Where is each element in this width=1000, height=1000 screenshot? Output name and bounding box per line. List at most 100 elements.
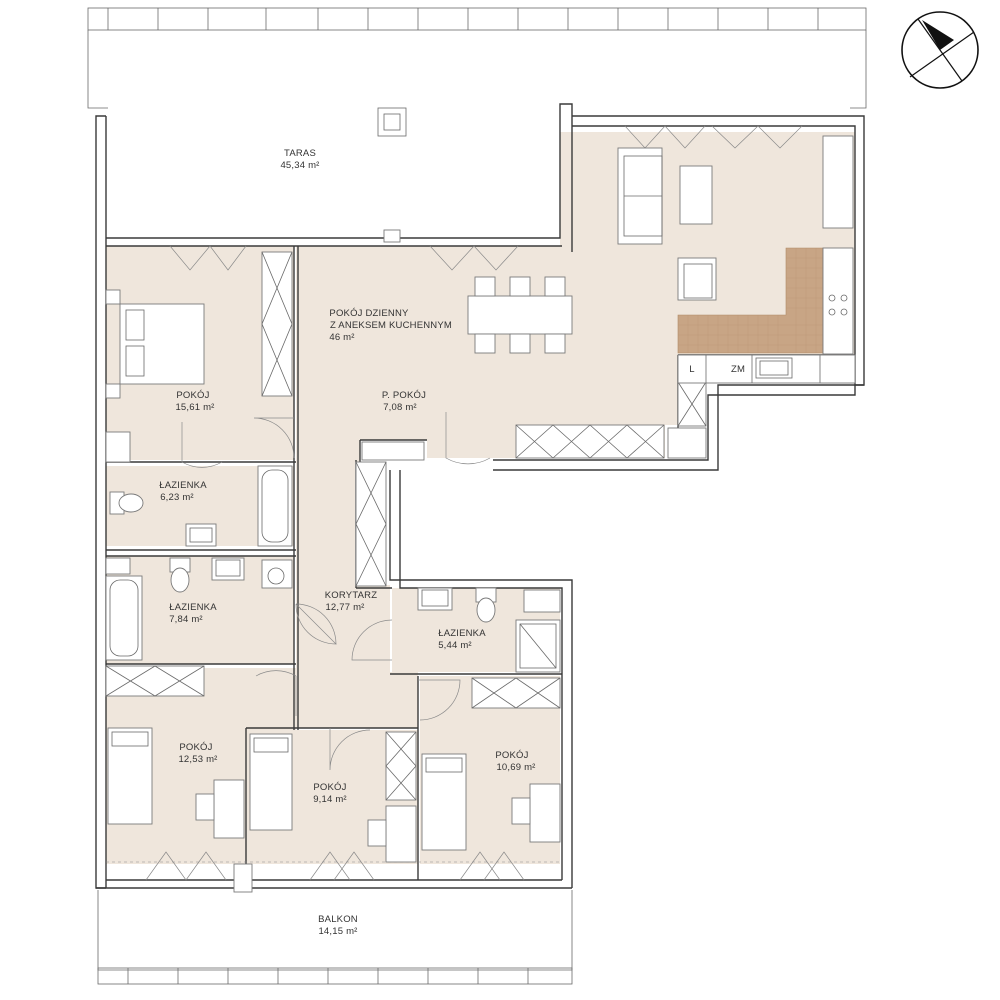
terrace-railing-posts xyxy=(107,8,819,30)
dining-chair-2 xyxy=(509,276,531,297)
walls xyxy=(95,103,865,889)
room-name-bedroom-2: POKÓJ xyxy=(179,742,212,753)
wardrobe-corridor xyxy=(355,461,387,587)
nightstand-2 xyxy=(105,383,121,399)
room-name-p-pokoj: P. POKÓJ xyxy=(382,390,426,401)
balcony-bottom-rail xyxy=(97,967,573,985)
outer-wall-right-step-inner xyxy=(493,385,856,461)
floor-areas xyxy=(106,132,855,864)
coffee-table xyxy=(679,165,713,225)
floor-corridor xyxy=(296,462,418,728)
nightstand-1 xyxy=(105,289,121,305)
double-bed xyxy=(119,303,205,385)
wardrobe-bedroom2 xyxy=(105,665,205,697)
room-name-corridor: KORYTARZ xyxy=(325,590,377,601)
room-area-bedroom-1: 15,61 m² xyxy=(175,402,214,413)
room-area-bathroom-1: 6,23 m² xyxy=(160,492,194,503)
balcony-column xyxy=(233,863,253,893)
room-area-p-pokoj: 7,08 m² xyxy=(383,402,417,413)
terrace xyxy=(87,7,867,137)
wardrobe-hall xyxy=(515,424,665,459)
terrace-column xyxy=(383,229,401,243)
desk-bedroom2 xyxy=(213,779,245,839)
outer-wall-top-left xyxy=(106,103,573,252)
bath1-bathtub xyxy=(257,465,293,547)
hall-cabinet xyxy=(361,441,425,461)
single-bed-bedroom3 xyxy=(249,733,293,831)
room-area-bathroom-2: 7,84 m² xyxy=(169,614,203,625)
outer-wall xyxy=(95,115,106,889)
chair-bedroom3 xyxy=(367,819,387,847)
balcony-railing-posts xyxy=(127,968,529,984)
kitchen-counter-right xyxy=(822,247,854,355)
kitchen-sink xyxy=(755,357,793,379)
room-name-bathroom-2: ŁAZIENKA xyxy=(169,602,217,613)
room-area-living: 46 m² xyxy=(329,332,354,343)
kitchen-tile-grid xyxy=(678,248,823,353)
terrace-top-railing xyxy=(87,7,867,31)
wardrobe-bedroom4 xyxy=(471,677,561,709)
dining-chair-4 xyxy=(474,333,496,354)
wardrobes xyxy=(105,251,707,801)
bath1-sink xyxy=(185,523,217,547)
wardrobe-bedroom3 xyxy=(385,731,417,801)
dining-table xyxy=(467,295,573,335)
bath2-sink xyxy=(211,557,245,581)
balcony xyxy=(97,890,573,985)
room-name-bathroom-3: ŁAZIENKA xyxy=(438,628,486,639)
dining-chair-5 xyxy=(509,333,531,354)
tv-cabinet xyxy=(822,135,854,229)
terrace-side-railing-left xyxy=(87,30,108,109)
desk-bedroom4 xyxy=(529,783,561,843)
room-name-bedroom-3: POKÓJ xyxy=(313,782,346,793)
desk-bedroom3 xyxy=(385,805,417,863)
dining-chair-3 xyxy=(544,276,566,297)
north-arrow-icon xyxy=(901,11,979,89)
balcony-railing xyxy=(97,890,573,971)
balcony-doors xyxy=(106,851,560,893)
dining-chair-6 xyxy=(544,333,566,354)
floor-living-room xyxy=(296,132,855,462)
dining-chair-1 xyxy=(474,276,496,297)
room-labels: TARAS 45,34 m² POKÓJ DZIENNY Z ANEKSEM K… xyxy=(159,148,745,937)
room-name-bedroom-4: POKÓJ xyxy=(495,750,528,761)
kitchen-counter-end xyxy=(819,354,856,384)
bath3-sink xyxy=(417,587,453,611)
room-name-balkon: BALKON xyxy=(318,914,358,925)
kitchen-label-fridge: L xyxy=(689,364,694,375)
courtyard-wall xyxy=(389,470,573,888)
interior-doors xyxy=(181,412,491,771)
room-area-taras: 45,34 m² xyxy=(280,160,319,171)
room-area-corridor: 12,77 m² xyxy=(325,602,364,613)
single-bed-bedroom2 xyxy=(107,727,153,825)
bedroom-furniture xyxy=(105,289,561,863)
bath3-cabinet xyxy=(523,589,561,613)
room-area-bathroom-3: 5,44 m² xyxy=(438,640,472,651)
living-room-furniture xyxy=(361,135,856,461)
room-name-living-1: POKÓJ DZIENNY xyxy=(329,308,409,319)
room-name-bedroom-1: POKÓJ xyxy=(176,390,209,401)
bath2-cabinet xyxy=(105,557,131,575)
room-area-bedroom-4: 10,69 m² xyxy=(496,762,535,773)
bathroom-fixtures xyxy=(105,431,561,673)
kitchen-label-freezer: ZM xyxy=(731,364,745,375)
terrace-side-railing-right xyxy=(850,30,867,109)
single-bed-bedroom4 xyxy=(421,753,467,851)
room-area-bedroom-2: 12,53 m² xyxy=(178,754,217,765)
outer-wall-right-step xyxy=(493,384,864,471)
room-area-balkon: 14,15 m² xyxy=(318,926,357,937)
room-name-bathroom-1: ŁAZIENKA xyxy=(159,480,207,491)
terrace-skylight xyxy=(377,107,407,137)
chair-bedroom2 xyxy=(195,793,215,821)
hall-cabinet-right xyxy=(667,427,707,459)
bath2-bathtub xyxy=(105,575,143,661)
room-name-taras: TARAS xyxy=(284,148,316,159)
bath1-cabinet xyxy=(105,431,131,463)
terrace-skylight-inner xyxy=(383,113,401,131)
wardrobe-bedroom1 xyxy=(261,251,293,397)
room-area-bedroom-3: 9,14 m² xyxy=(313,794,347,805)
bath2-bidet xyxy=(261,559,293,589)
room-name-living-2: Z ANEKSEM KUCHENNYM xyxy=(330,320,452,331)
chair-bedroom4 xyxy=(511,797,531,825)
